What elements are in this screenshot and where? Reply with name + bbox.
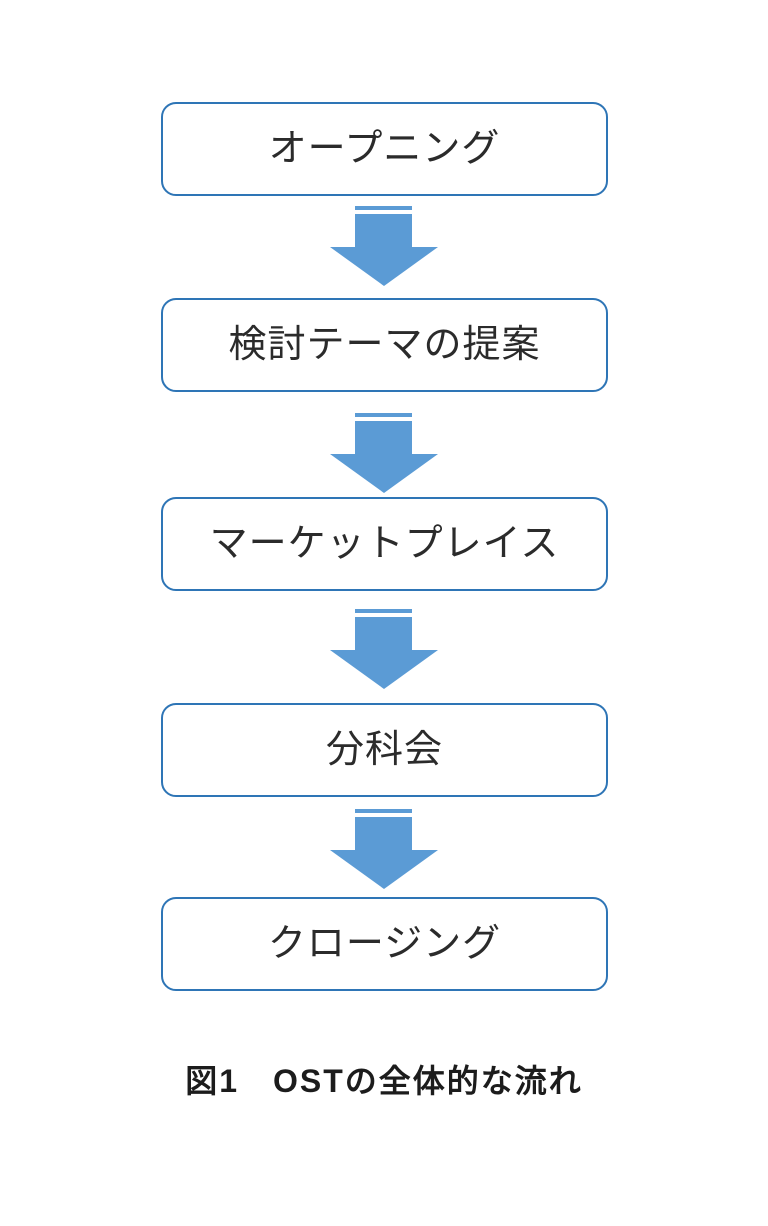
flow-step-opening-label: オープニング [268,128,501,170]
flow-step-breakout-label: 分科会 [325,729,443,771]
flow-step-closing-label: クロージング [267,923,502,965]
flow-step-marketplace: マーケットプレイス [161,497,608,591]
down-arrow-icon [330,206,438,286]
down-arrow-icon [330,809,438,889]
flow-step-breakout: 分科会 [161,703,608,797]
flow-step-theme-proposal-label: 検討テーマの提案 [228,324,541,366]
figure-caption: 図1 OSTの全体的な流れ [185,1063,583,1099]
flow-step-opening: オープニング [161,102,608,196]
flow-step-closing: クロージング [161,897,608,991]
down-arrow-icon [330,609,438,689]
flow-step-theme-proposal: 検討テーマの提案 [161,298,608,392]
flow-step-marketplace-label: マーケットプレイス [209,523,560,565]
down-arrow-icon [330,413,438,493]
